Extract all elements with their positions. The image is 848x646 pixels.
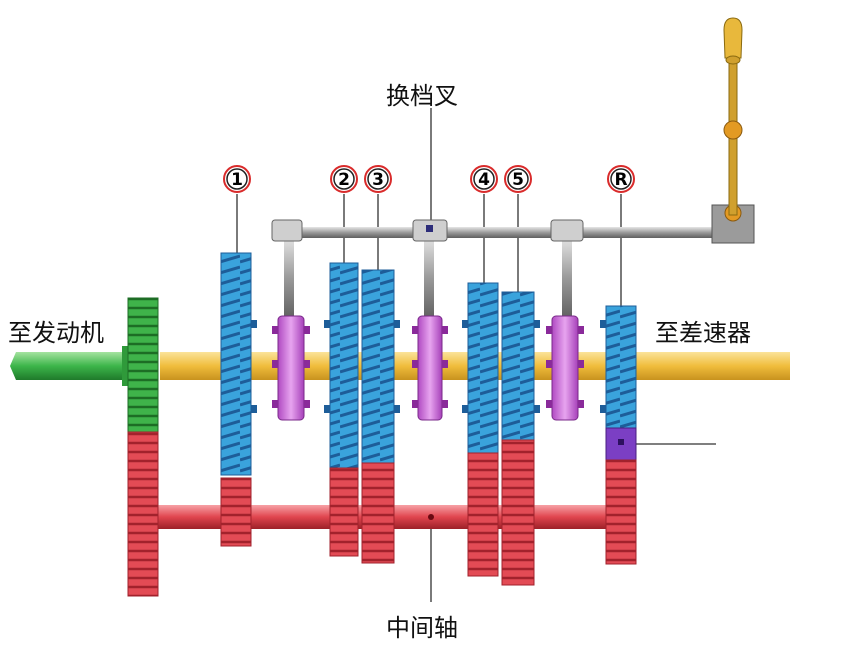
gear-2 xyxy=(324,262,359,557)
gear-marker-4-label: 4 xyxy=(478,170,490,190)
shift-lever xyxy=(711,17,755,244)
shift-fork-label: 换档叉 xyxy=(386,82,458,110)
gear-marker-4: 4 xyxy=(470,165,498,193)
countershaft-label: 中间轴 xyxy=(386,614,458,642)
gear-marker-3-label: 3 xyxy=(372,170,384,190)
to-differential-label: 至差速器 xyxy=(655,319,751,347)
gear-1 xyxy=(220,252,257,547)
input-shaft xyxy=(10,346,134,386)
gear-marker-reverse: R xyxy=(607,165,635,193)
gear-marker-2: 2 xyxy=(330,165,358,193)
to-engine-label: 至发动机 xyxy=(8,319,104,347)
gear-marker-5: 5 xyxy=(504,165,532,193)
gear-marker-5-label: 5 xyxy=(512,170,524,190)
gear-marker-1-label: 1 xyxy=(231,170,243,190)
gear-marker-2-label: 2 xyxy=(338,170,350,190)
gear-reverse xyxy=(600,305,637,565)
synchronizer-sleeves xyxy=(272,315,584,421)
gear-5 xyxy=(501,291,540,586)
gear-3 xyxy=(361,269,400,564)
gear-4 xyxy=(462,282,499,577)
gear-marker-reverse-label: R xyxy=(614,170,627,190)
shift-fork-assembly xyxy=(271,219,720,320)
input-drive-gear xyxy=(127,297,159,597)
gear-marker-1: 1 xyxy=(223,165,251,193)
gear-marker-3: 3 xyxy=(364,165,392,193)
countershaft-pointer-dot xyxy=(428,514,434,520)
